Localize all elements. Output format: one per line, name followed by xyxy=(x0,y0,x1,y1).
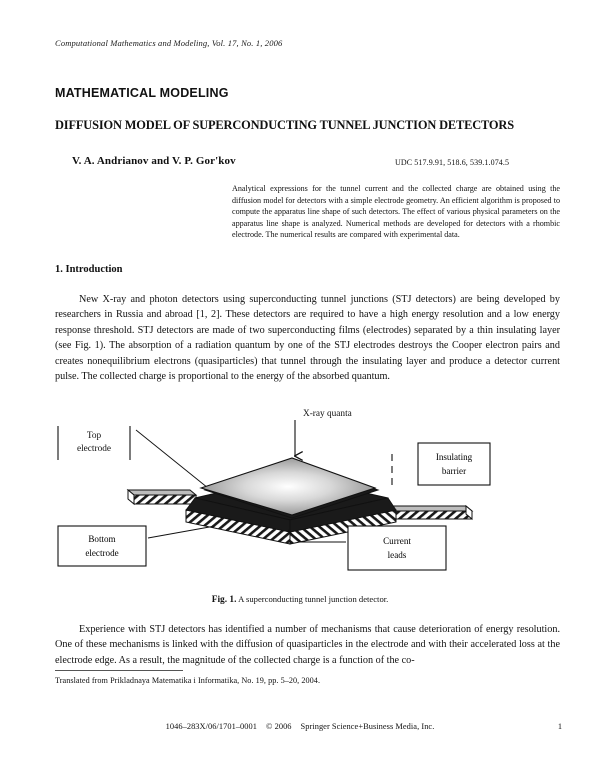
paragraph-2-text: Experience with STJ detectors has identi… xyxy=(55,624,560,666)
current-leads-leader-line-d xyxy=(287,529,301,543)
bottom-electrode-label-line1: Bottom xyxy=(88,534,115,544)
figure-1-diagram: X-ray quanta Top electrode Insulating ba… xyxy=(0,398,600,598)
right-lead-end-face xyxy=(465,504,473,521)
current-leads-label-line1: Current xyxy=(383,536,411,546)
bottom-electrode-leader-line xyxy=(147,525,216,539)
right-lead-front-face xyxy=(395,510,473,520)
bottom-electrode-label-line2: electrode xyxy=(85,548,118,558)
publisher-name: Springer Science+Business Media, Inc. xyxy=(300,722,435,731)
figure-number: Fig. 1. xyxy=(211,595,237,605)
body-paragraph-2: Experience with STJ detectors has identi… xyxy=(55,622,560,668)
journal-header: Computational Mathematics and Modeling, … xyxy=(55,38,283,48)
copyright-symbol: © xyxy=(266,722,273,731)
copyright-year: 2006 xyxy=(274,722,292,731)
insulating-barrier-label-line2: barrier xyxy=(442,466,466,476)
current-leads-box xyxy=(347,525,447,571)
top-electrode-label-line1: Top xyxy=(87,431,102,441)
current-leads-label-line2: leads xyxy=(388,550,407,560)
footnote-separator-rule xyxy=(55,670,183,671)
bottom-electrode-box xyxy=(57,525,147,567)
substrate-right-bevel xyxy=(289,497,397,533)
body-paragraph-1: New X-ray and photon detectors using sup… xyxy=(55,292,560,384)
issn-code: 1046–283X/06/1701–0001 xyxy=(165,722,258,731)
figure-caption: Fig. 1. A superconducting tunnel junctio… xyxy=(0,594,600,605)
page-number: 1 xyxy=(557,722,562,731)
figure-caption-text: A superconducting tunnel junction detect… xyxy=(238,594,389,604)
top-electrode-label-line2: electrode xyxy=(77,444,111,454)
article-title: DIFFUSION MODEL OF SUPERCONDUCTING TUNNE… xyxy=(55,118,514,132)
left-lead-front-face xyxy=(133,494,197,505)
udc-code: UDC 517.9.91, 518.6, 539.1.074.5 xyxy=(395,158,510,167)
section-heading: MATHEMATICAL MODELING xyxy=(55,86,229,100)
author-list: V. A. Andrianov and V. P. Gor'kov xyxy=(72,155,236,167)
xray-quanta-label: X-ray quanta xyxy=(303,409,352,419)
paragraph-1-text: New X-ray and photon detectors using sup… xyxy=(55,294,560,383)
abstract-text: Analytical expressions for the tunnel cu… xyxy=(232,184,560,240)
translation-note: Translated from Prikladnaya Matematika i… xyxy=(55,676,321,685)
copyright-line: 1046–283X/06/1701–0001 © 2006 Springer Sci… xyxy=(0,722,600,731)
top-electrode-leader-line xyxy=(135,429,209,489)
insulating-barrier-box xyxy=(417,442,491,486)
introduction-heading: 1. Introduction xyxy=(55,264,123,275)
insulating-barrier-label-line1: Insulating xyxy=(436,452,473,462)
rhombic-electrode-top-face xyxy=(199,457,377,516)
right-lead-top-face xyxy=(388,505,474,512)
left-lead-top-face xyxy=(126,489,198,496)
